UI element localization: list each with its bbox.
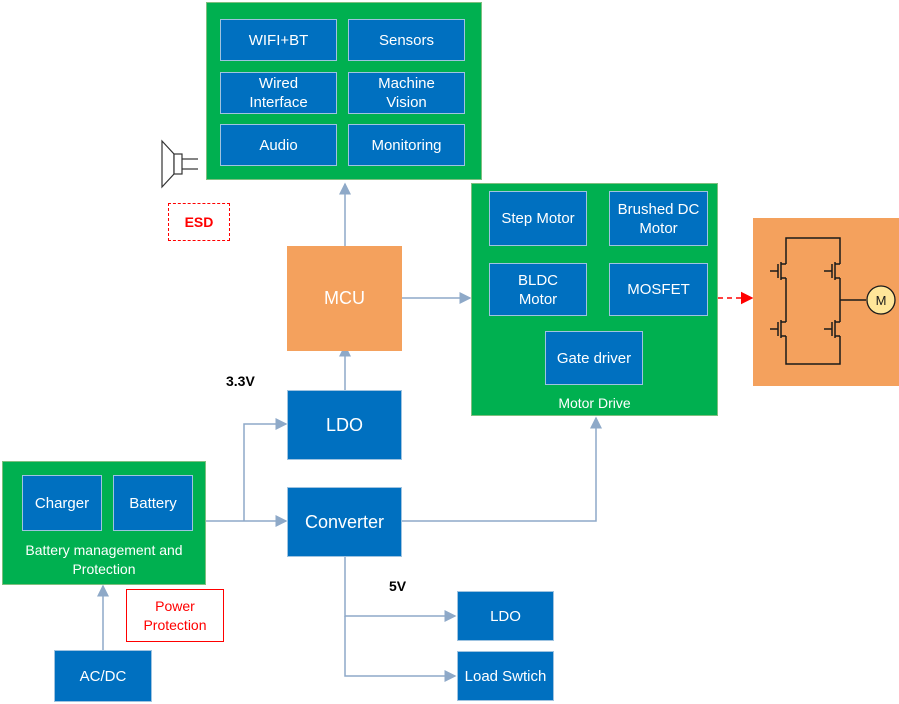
acdc-block: AC/DC [54, 650, 152, 702]
converter-block: Converter [287, 487, 402, 557]
power-protection-label: Power Protection [126, 589, 224, 642]
gate-driver-block: Gate driver [545, 331, 643, 385]
arrow-converter-to-load-switch [344, 616, 457, 682]
ldo-bottom-block: LDO [457, 591, 554, 641]
audio-block: Audio [220, 124, 337, 166]
battery-management-label: Battery management and Protection [25, 542, 183, 577]
step-motor-block: Step Motor [489, 191, 587, 246]
transistor-top-left [770, 262, 786, 280]
esd-label: ESD [168, 203, 230, 241]
transistor-bottom-right [824, 320, 841, 338]
wifi-bt-block: WIFI+BT [220, 19, 337, 61]
sensors-block: Sensors [348, 19, 465, 61]
ldo-top-block: LDO [287, 390, 402, 460]
voltage-5v-label: 5V [389, 578, 407, 594]
machine-vision-block: Machine Vision [348, 72, 465, 114]
monitoring-block: Monitoring [348, 124, 465, 166]
motor-drive-label: Motor Drive [558, 395, 631, 411]
mosfet-block: MOSFET [609, 263, 708, 316]
battery-block: Battery [113, 475, 193, 531]
voltage-3v3-label: 3.3V [226, 373, 255, 389]
bldc-motor-block: BLDC Motor [489, 263, 587, 316]
brushed-dc-motor-block: Brushed DC Motor [609, 191, 708, 246]
arrow-battery-to-ldo [243, 418, 288, 521]
mcu-block: MCU [287, 246, 402, 351]
charger-block: Charger [22, 475, 102, 531]
speaker-icon [161, 139, 198, 189]
transistor-bottom-left [770, 320, 787, 338]
transistor-top-right [824, 262, 840, 280]
motor-icon [866, 285, 896, 315]
motor-symbol-label: M [876, 293, 887, 308]
load-switch-block: Load Swtich [457, 651, 554, 701]
wired-interface-block: Wired Interface [220, 72, 337, 114]
arrow-converter-to-motor-drive [402, 416, 602, 522]
